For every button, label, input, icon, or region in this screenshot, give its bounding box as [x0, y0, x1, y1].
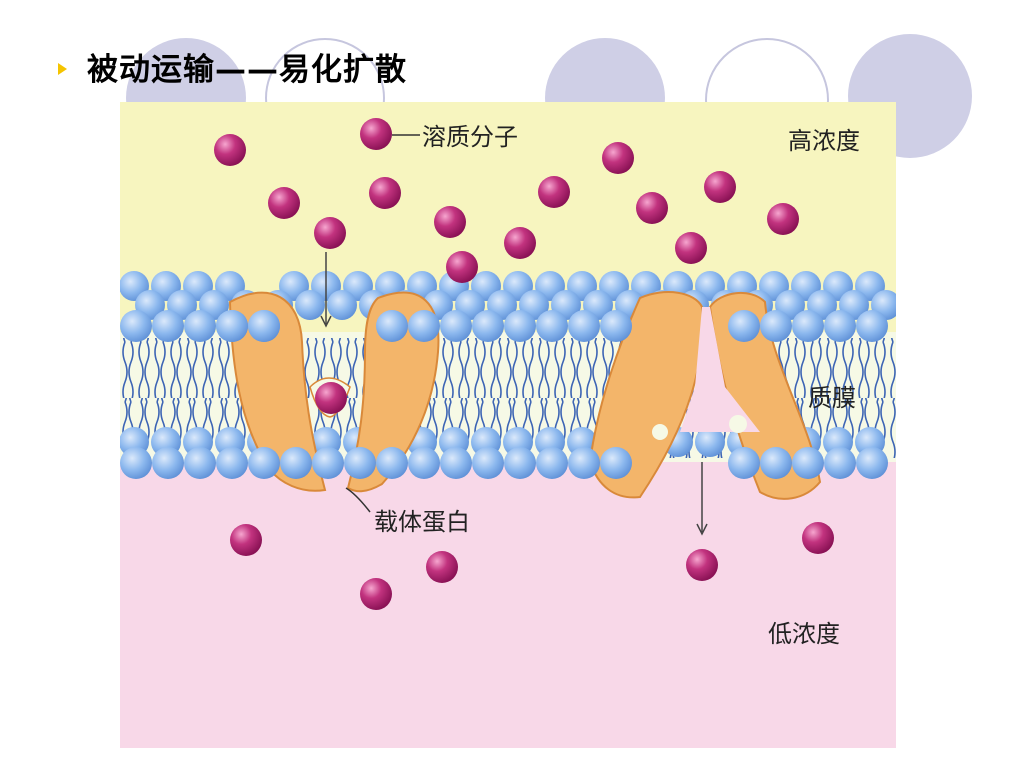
solute-molecule — [504, 227, 536, 259]
lipid-head — [856, 310, 888, 342]
lipid-head — [472, 447, 504, 479]
lipid-head — [280, 447, 312, 479]
solute-molecule — [434, 206, 466, 238]
lipid-head — [376, 447, 408, 479]
lipid-head — [184, 447, 216, 479]
lipid-head — [248, 310, 280, 342]
solute-molecule — [704, 171, 736, 203]
lipid-head — [472, 310, 504, 342]
lipid-head — [504, 310, 536, 342]
solute-molecule — [675, 232, 707, 264]
lipid-head — [695, 427, 725, 457]
solute-molecule — [686, 549, 718, 581]
carrier-protein-right — [588, 291, 822, 500]
lipid-head — [408, 447, 440, 479]
solute-molecule — [426, 551, 458, 583]
lipid-head — [568, 447, 600, 479]
lipid-head — [295, 290, 325, 320]
title-row: 被动运输——易化扩散 — [58, 44, 407, 89]
lipid-head — [600, 447, 632, 479]
solute-molecule — [538, 176, 570, 208]
solute-molecule — [602, 142, 634, 174]
solute-molecule — [767, 203, 799, 235]
lipid-head — [824, 310, 856, 342]
lipid-head — [440, 310, 472, 342]
lipid-head — [327, 290, 357, 320]
lipid-head — [120, 310, 152, 342]
lipid-head — [152, 310, 184, 342]
lipid-head — [216, 447, 248, 479]
lipid-head — [792, 447, 824, 479]
solute-molecule — [214, 134, 246, 166]
solute-molecule — [360, 118, 392, 150]
lipid-head — [568, 310, 600, 342]
carrier-leader-line — [345, 487, 371, 513]
lipid-head — [792, 310, 824, 342]
lipid-head — [344, 447, 376, 479]
solute-molecule — [360, 578, 392, 610]
lipid-head — [376, 310, 408, 342]
low-concentration-region — [120, 462, 896, 748]
label-solute: 溶质分子 — [422, 123, 518, 151]
label-low-concentration: 低浓度 — [768, 620, 840, 648]
solute-molecule — [369, 177, 401, 209]
arrow-down-right-icon — [696, 462, 708, 536]
solute-molecule — [315, 382, 347, 414]
solute-molecule — [446, 251, 478, 283]
lipid-head — [152, 447, 184, 479]
lipid-head — [440, 447, 472, 479]
lipid-head — [312, 447, 344, 479]
lipid-head — [728, 310, 760, 342]
solute-molecules — [214, 118, 834, 610]
lipid-head — [600, 310, 632, 342]
lipid-head — [408, 310, 440, 342]
solute-molecule — [636, 192, 668, 224]
solute-molecule — [268, 187, 300, 219]
solute-molecule — [230, 524, 262, 556]
lipid-head — [824, 447, 856, 479]
bullet-arrow-icon — [58, 62, 67, 75]
lipid-head — [184, 310, 216, 342]
label-high-concentration: 高浓度 — [788, 127, 860, 155]
label-membrane: 质膜 — [808, 384, 856, 412]
lipid-head — [216, 310, 248, 342]
phospholipid-heads-front — [120, 310, 888, 479]
label-carrier-protein: 载体蛋白 — [374, 508, 470, 536]
lipid-head — [536, 310, 568, 342]
lipid-head — [728, 447, 760, 479]
solute-molecule — [802, 522, 834, 554]
lipid-head — [536, 447, 568, 479]
lipid-head — [760, 310, 792, 342]
lipid-head — [248, 447, 280, 479]
lipid-head — [120, 447, 152, 479]
facilitated-diffusion-diagram: 溶质分子 高浓度 质膜 载体蛋白 低浓度 — [120, 102, 896, 748]
arrow-down-left-icon — [320, 252, 332, 328]
solute-molecule — [314, 217, 346, 249]
lipid-head — [504, 447, 536, 479]
lipid-head — [856, 447, 888, 479]
slide-title: 被动运输——易化扩散 — [87, 52, 407, 88]
lipid-head — [760, 447, 792, 479]
